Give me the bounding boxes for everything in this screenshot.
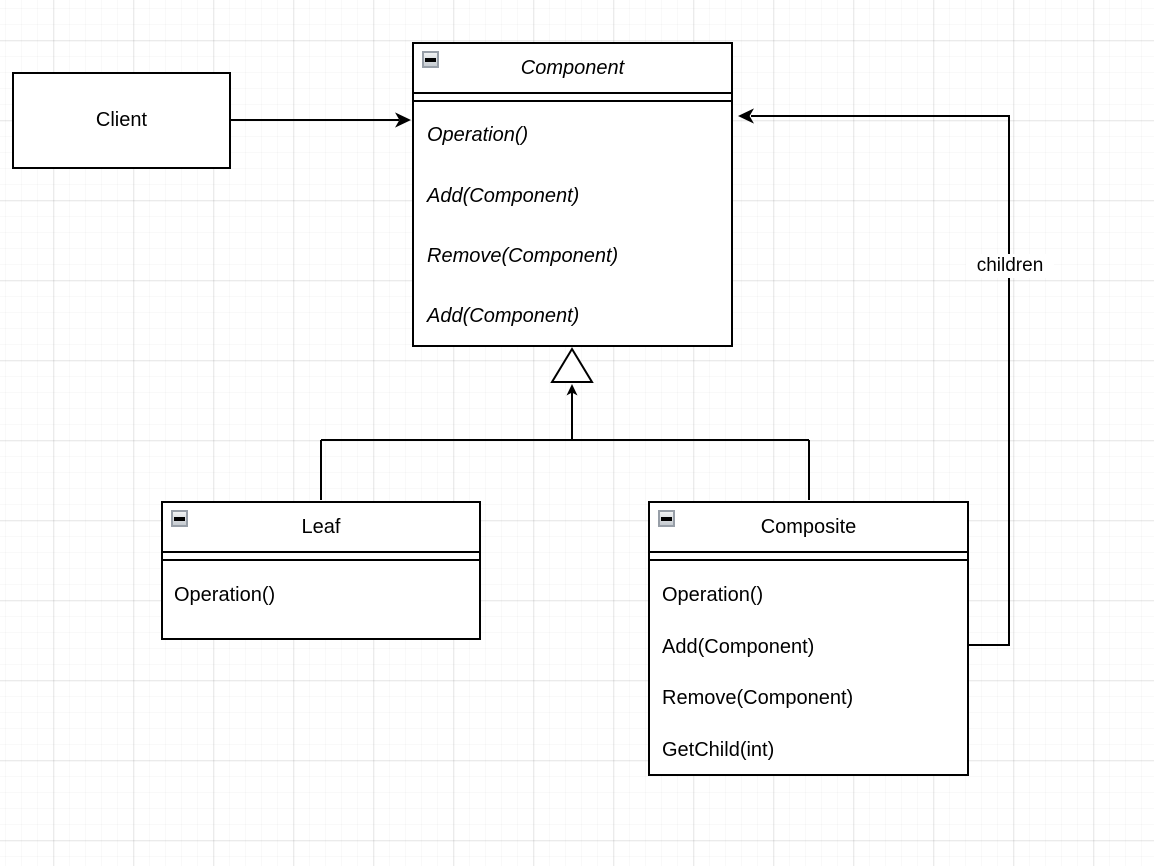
method-item: Operation() xyxy=(662,584,764,606)
node-client-label: Client xyxy=(95,109,148,131)
component-title-bar: Component xyxy=(414,44,731,94)
collapse-icon[interactable] xyxy=(658,510,675,527)
collapse-icon[interactable] xyxy=(171,510,188,527)
inheritance-triangle-icon xyxy=(550,347,594,383)
node-client[interactable]: Client xyxy=(12,72,231,169)
class-box-component[interactable]: Component Operation() Add(Component) Rem… xyxy=(412,42,733,347)
minus-icon xyxy=(661,517,672,521)
composite-title-bar: Composite xyxy=(650,503,967,553)
method-item: Remove(Component) xyxy=(662,687,854,709)
compartment-divider xyxy=(650,553,967,561)
minus-icon xyxy=(174,517,185,521)
edge-client-component-arrowhead xyxy=(395,112,411,128)
edge-inheritance-tree[interactable] xyxy=(320,388,810,500)
method-item: Operation() xyxy=(174,584,276,606)
method-item: Remove(Component) xyxy=(427,245,619,267)
method-item: Add(Component) xyxy=(662,636,815,658)
edge-children[interactable] xyxy=(751,115,1010,646)
class-title-composite: Composite xyxy=(760,516,857,538)
class-box-leaf[interactable]: Leaf Operation() xyxy=(161,501,481,640)
compartment-divider xyxy=(414,94,731,102)
leaf-title-bar: Leaf xyxy=(163,503,479,553)
class-box-composite[interactable]: Composite Operation() Add(Component) Rem… xyxy=(648,501,969,776)
method-item: Add(Component) xyxy=(427,305,580,327)
class-title-component: Component xyxy=(520,57,625,79)
method-item: Add(Component) xyxy=(427,185,580,207)
edge-inheritance-small-arrowhead xyxy=(566,384,578,396)
edge-children-arrowhead xyxy=(738,108,754,124)
method-item: GetChild(int) xyxy=(662,739,775,761)
class-title-leaf: Leaf xyxy=(301,516,341,538)
edge-label-children[interactable]: children xyxy=(966,254,1054,278)
method-item: Operation() xyxy=(427,124,529,146)
minus-icon xyxy=(425,58,436,62)
collapse-icon[interactable] xyxy=(422,51,439,68)
compartment-divider xyxy=(163,553,479,561)
